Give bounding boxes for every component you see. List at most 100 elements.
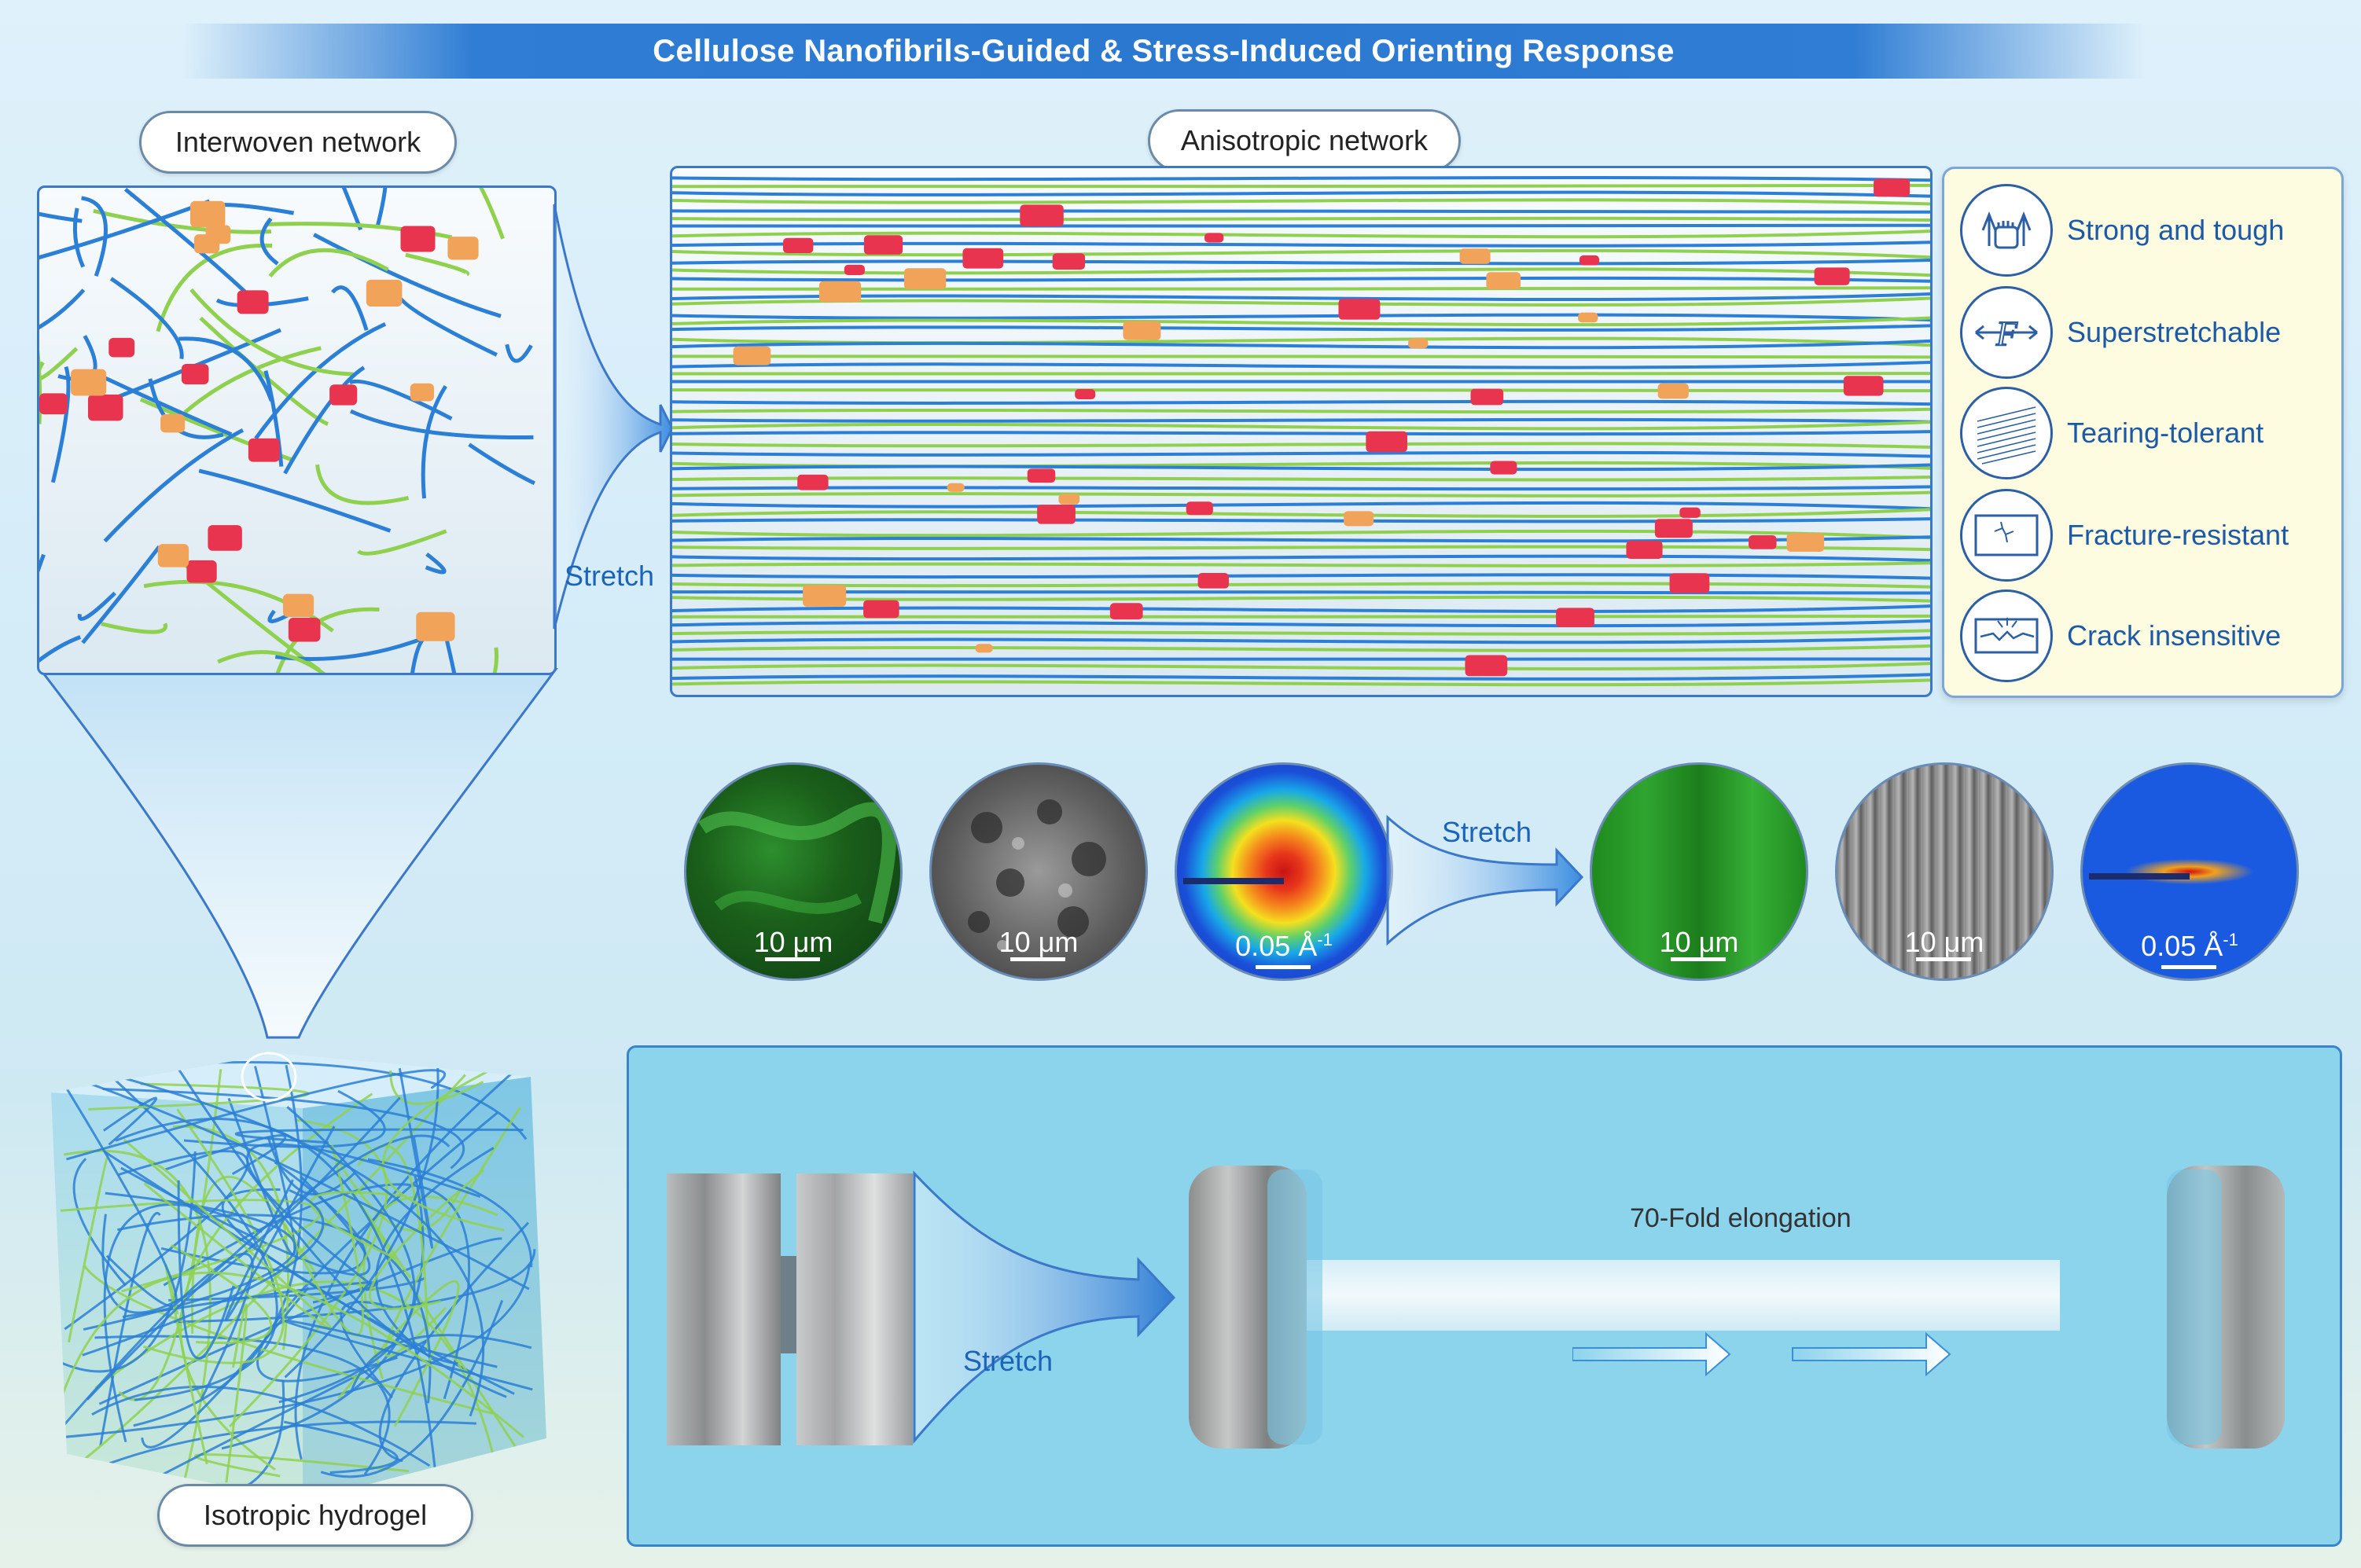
- aligned-fibers-icon: [1960, 387, 2053, 479]
- fiber-strand: [198, 468, 392, 533]
- crosslink-node: [1579, 255, 1600, 266]
- isotropic-hydrogel-cube: [51, 1052, 546, 1501]
- anisotropic-network-panel: [670, 166, 1933, 697]
- property-row-tearing: Tearing-tolerant: [1960, 386, 2337, 480]
- fiber-strand: [178, 336, 274, 402]
- fiber-strand: [263, 370, 284, 467]
- crosslink-node: [803, 585, 847, 607]
- aligned-fiber-strand: [672, 442, 1930, 449]
- aligned-fiber-strand: [672, 662, 1930, 670]
- fiber-strand: [81, 545, 161, 644]
- scale-label: 10 μm: [753, 926, 833, 958]
- stretch-label-bottom: Stretch: [963, 1345, 1054, 1377]
- right-arrow-icon: [1572, 1331, 1731, 1377]
- scale-label: 10 μm: [998, 926, 1079, 958]
- fiber-strand: [331, 285, 369, 331]
- property-row-crack: Crack insensitive: [1960, 589, 2337, 683]
- crosslink-node: [1843, 376, 1884, 396]
- fiber-strand: [81, 196, 108, 277]
- interwoven-network-text: Interwoven network: [175, 126, 421, 158]
- properties-box: Strong and tough F Superstretchable Tear…: [1942, 167, 2344, 698]
- cube-fiber-strand: [94, 1335, 391, 1475]
- crosslink-node: [1669, 573, 1710, 593]
- crosslink-node: [1490, 461, 1517, 475]
- aligned-fiber-strand: [672, 450, 1930, 458]
- zoom-funnel: [38, 668, 558, 1039]
- fiber-strand: [479, 188, 505, 240]
- crosslink-node: [1366, 431, 1407, 453]
- aligned-fiber-strand: [672, 420, 1930, 431]
- crosslink-node: [1338, 299, 1381, 320]
- cube-fiber-strand: [94, 1069, 484, 1417]
- crosslink-node: [975, 644, 993, 653]
- aligned-fiber-strand: [672, 407, 1930, 414]
- fiber-strand: [259, 217, 279, 266]
- crosslink-node: [1109, 603, 1143, 620]
- crosslink-node: [1578, 312, 1598, 323]
- force-arrows-icon: F: [1960, 286, 2053, 379]
- fiber-strand: [39, 288, 86, 329]
- aligned-fiber-strand: [672, 589, 1930, 595]
- fiber-strand: [183, 346, 322, 414]
- crosslink-node: [947, 483, 965, 492]
- crosslink-node: [108, 337, 135, 358]
- fiber-strand: [468, 442, 535, 486]
- crosslink-node: [208, 525, 242, 551]
- fiber-strand: [275, 607, 380, 673]
- fiber-strand: [356, 529, 447, 556]
- aligned-fiber-strand: [672, 360, 1930, 369]
- crosslink-node: [1204, 233, 1224, 243]
- anisotropic-network-text: Anisotropic network: [1180, 124, 1429, 156]
- crosslink-node: [181, 364, 209, 384]
- cube-fiber-strand: [389, 1070, 484, 1105]
- scale-bar: [2161, 965, 2216, 969]
- crosslink-node: [288, 618, 321, 642]
- cube-fiber-strand: [177, 1180, 235, 1360]
- aligned-fiber-strand: [672, 595, 1930, 603]
- micrograph-sem-aligned: 10 μm: [1835, 762, 2054, 981]
- crosslink-node: [1679, 507, 1701, 518]
- aligned-fiber-strand: [672, 573, 1930, 580]
- crosslink-node: [1052, 253, 1086, 270]
- page-title: Cellulose Nanofibrils-Guided & Stress-In…: [653, 33, 1675, 68]
- grip-left-gel: [1267, 1170, 1322, 1445]
- cube-fiber-strand: [234, 1128, 524, 1144]
- crosslink-node: [1020, 204, 1064, 227]
- fiber-strand: [50, 365, 71, 483]
- zoom-circle: [241, 1052, 297, 1102]
- crosslink-node: [157, 544, 189, 567]
- aligned-fiber-strand: [672, 198, 1930, 206]
- hydrogel-sample-stretched: [1195, 1260, 2060, 1331]
- interwoven-network-label: Interwoven network: [139, 111, 457, 174]
- aligned-fiber-strand: [672, 388, 1930, 393]
- aligned-fiber-strand: [672, 517, 1930, 523]
- crosslink-node: [1654, 519, 1693, 538]
- crosslink-node: [282, 593, 314, 618]
- crosslink-node: [797, 474, 829, 490]
- stretch-label-top: Stretch: [565, 560, 655, 592]
- fiber-strand: [199, 316, 329, 426]
- crosslink-node: [903, 268, 947, 289]
- crosslink-node: [248, 438, 280, 462]
- property-row-fracture: Fracture-resistant: [1960, 488, 2337, 582]
- crosslink-node: [962, 248, 1004, 269]
- aligned-fiber-strand: [672, 475, 1930, 482]
- crosslink-node: [1408, 338, 1429, 349]
- aligned-fiber-strand: [672, 230, 1930, 239]
- crosslink-node: [1657, 383, 1689, 399]
- fiber-strand: [102, 375, 233, 437]
- hydrogel-sample-unstretched: [781, 1256, 796, 1353]
- cube-fiber-strand: [83, 1265, 494, 1415]
- cube-fiber-strand: [367, 1158, 533, 1268]
- aligned-fiber-strand: [672, 561, 1930, 567]
- clamp-left-a: [667, 1173, 781, 1445]
- fiber-strand: [492, 647, 499, 673]
- cube-fiber-strand: [225, 1303, 248, 1483]
- fiber-strand: [101, 622, 167, 634]
- cube-fiber-strand: [350, 1334, 532, 1391]
- crosslink-node: [1786, 533, 1825, 553]
- crosslink-node: [1344, 511, 1374, 527]
- scale-text: 0.05 Å: [1235, 930, 1318, 962]
- fiber-strand: [39, 635, 82, 663]
- cube-fiber-strand: [100, 1420, 476, 1468]
